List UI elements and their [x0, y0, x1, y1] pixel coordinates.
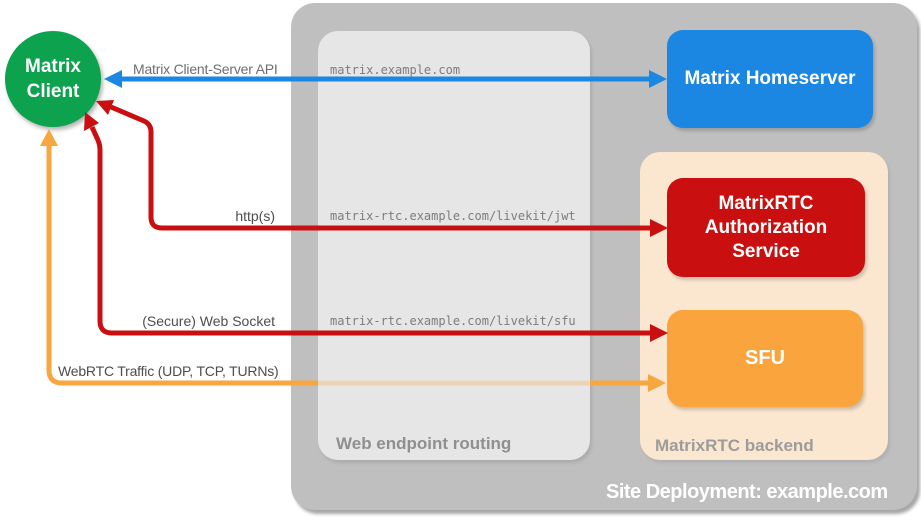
site-deployment-caption: Site Deployment: example.com [606, 481, 888, 503]
endpoint-url-livekit-jwt: matrix-rtc.example.com/livekit/jwt [330, 209, 576, 223]
https-label: http(s) [235, 208, 275, 224]
endpoint-url-homeserver: matrix.example.com [330, 63, 461, 77]
https-arrowhead-client [96, 100, 114, 115]
matrix-client-label-line2: Client [26, 81, 80, 102]
websocket-arrowhead-client [84, 112, 99, 131]
matrixrtc-authorization-service-node: MatrixRTC Authorization Service [667, 178, 865, 277]
webrtc-arrowhead-client [40, 129, 58, 146]
websocket-label: (Secure) Web Socket [142, 313, 275, 329]
matrix-client-node: Matrix Client [5, 31, 101, 127]
webrtc-traffic-label: WebRTC Traffic (UDP, TCP, TURNs) [58, 363, 279, 379]
matrix-homeserver-node: Matrix Homeserver [667, 30, 873, 128]
client-server-api-label: Matrix Client-Server API [133, 61, 278, 77]
web-endpoint-routing-caption: Web endpoint routing [336, 434, 512, 453]
web-endpoint-routing-group [318, 31, 590, 460]
sfu-node: SFU [667, 310, 863, 407]
matrixrtc-authorization-service-label: MatrixRTC Authorization Service [704, 192, 828, 262]
matrix-homeserver-label: Matrix Homeserver [684, 68, 856, 89]
matrixrtc-backend-caption: MatrixRTC backend [655, 436, 814, 455]
client-server-api-arrowhead-left [104, 70, 122, 88]
endpoint-url-livekit-sfu: matrix-rtc.example.com/livekit/sfu [330, 314, 576, 328]
sfu-label: SFU [745, 347, 785, 369]
matrix-client-label-line1: Matrix [25, 56, 81, 77]
